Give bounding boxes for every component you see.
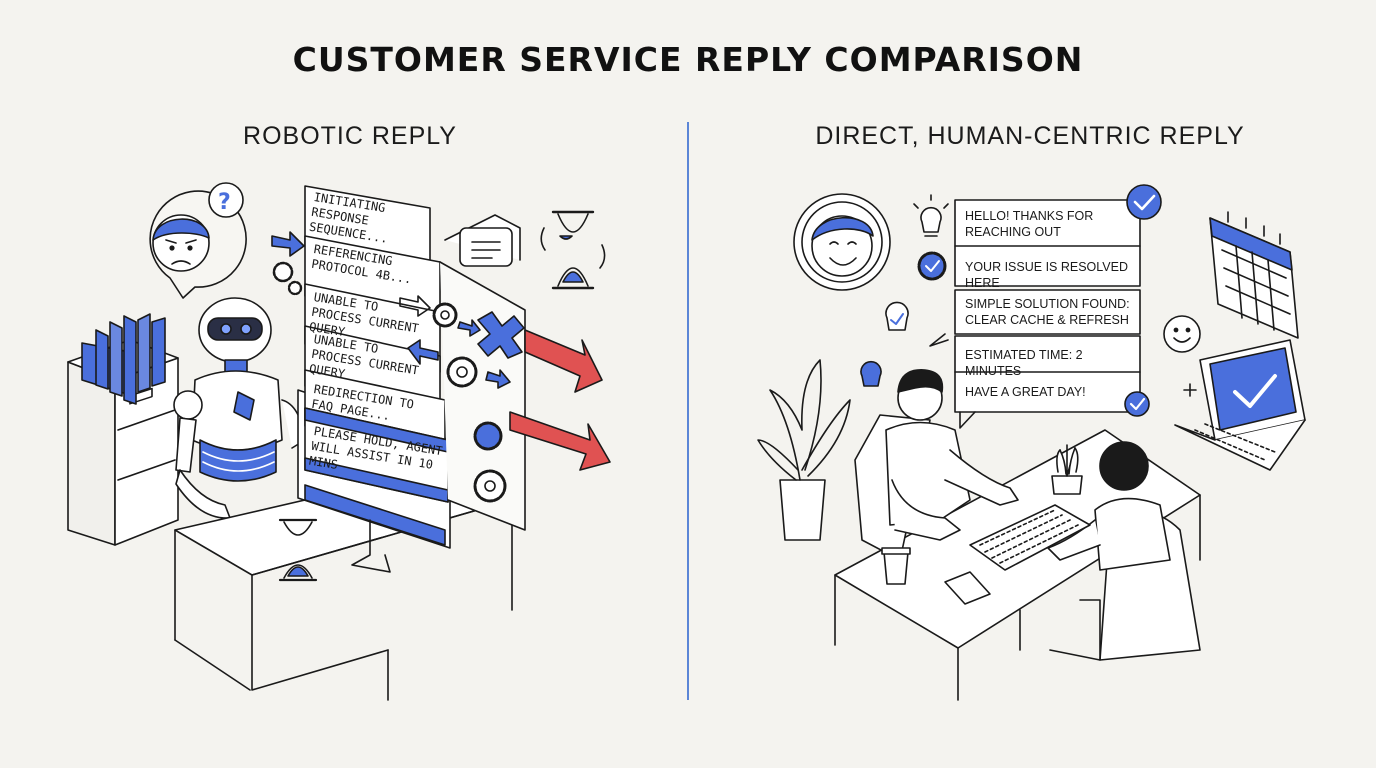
phone [944, 571, 991, 605]
human-message-1: HELLO! THANKS FOR REACHING OUT [965, 209, 1094, 239]
human-message-4: ESTIMATED TIME: 2 MINUTES [965, 348, 1083, 378]
support-agent [854, 369, 1019, 561]
coffee-cup [881, 547, 911, 585]
confused-customer-icon [149, 190, 247, 299]
error-x-icon [477, 311, 525, 359]
red-arrows [509, 329, 611, 471]
calendar-icon [1209, 211, 1299, 339]
page-title: CUSTOMER SERVICE REPLY COMPARISON [292, 40, 1084, 79]
binders [81, 313, 166, 405]
keyboard [969, 504, 1091, 571]
human-message-2: YOUR ISSUE IS RESOLVED HERE [965, 260, 1129, 290]
robot-message-stack [304, 185, 449, 503]
plant [757, 359, 851, 541]
settings-gear-icon [917, 251, 947, 281]
human-message-5: HAVE A GREAT DAY! [965, 385, 1086, 399]
happy-customer-icon [793, 193, 891, 291]
robot-agent [173, 297, 306, 519]
human-chat-bubbles [929, 199, 1141, 429]
hourglass-desk-icon [278, 518, 318, 582]
laptop-check-icon [1174, 339, 1306, 471]
sparkle-icon [1183, 383, 1197, 397]
panel-divider [687, 122, 689, 700]
lightbulb-icon [860, 194, 949, 387]
blue-arrows [271, 231, 511, 389]
check-icon [1124, 184, 1162, 417]
human-message-3: SIMPLE SOLUTION FOUND: CLEAR CACHE & REF… [965, 297, 1130, 327]
desk-plant [1051, 444, 1083, 495]
svg-text:?: ? [218, 190, 231, 215]
question-mark-icon: ? [208, 182, 244, 218]
smiley-icon [1163, 315, 1201, 353]
gear-icon [272, 261, 507, 503]
hourglass-icon [540, 210, 606, 290]
left-panel-heading: ROBOTIC REPLY [243, 122, 457, 150]
right-panel-heading: DIRECT, HUMAN-CENTRIC REPLY [815, 122, 1245, 150]
